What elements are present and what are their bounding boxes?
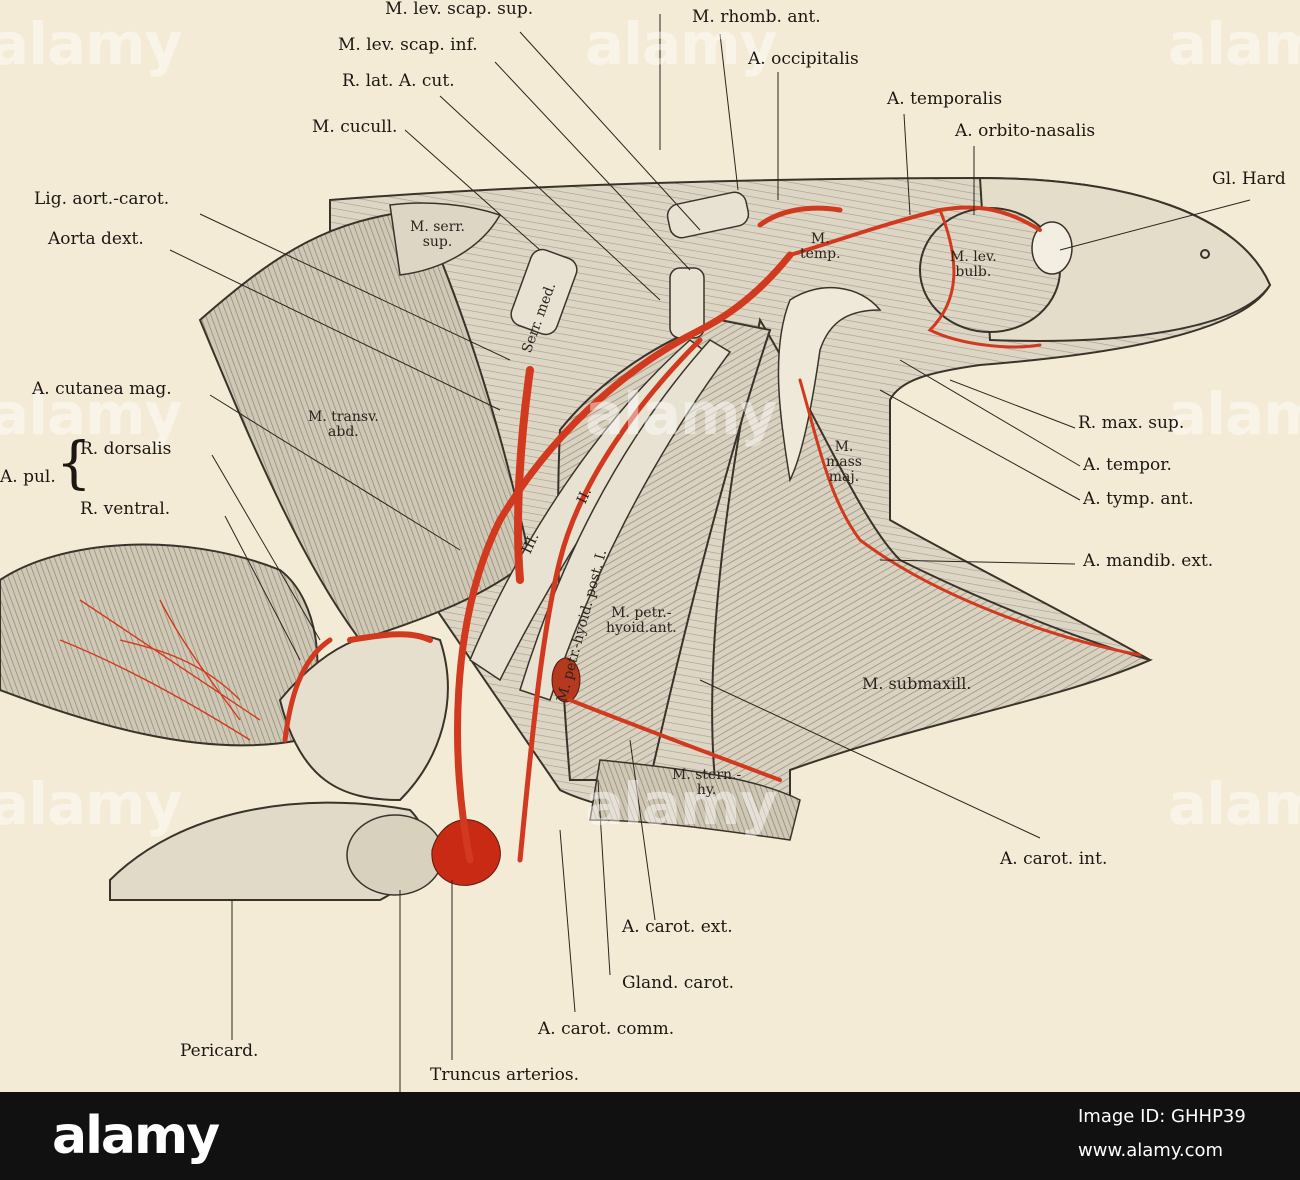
label-m-cucull: M. cucull. [312,117,398,137]
footer-site: www.alamy.com [1078,1140,1224,1161]
label-m-serr-sup: M. serr. sup. [410,219,466,250]
watermark-mid-right: alamy [1168,380,1300,448]
muscle-band-ii [519,339,732,701]
footer-bar: alamy Image ID: GHHP39 www.alamy.com [0,1092,1300,1180]
footer-logo: alamy [52,1106,220,1166]
watermark-low-left: alamy [0,770,182,838]
cut-muscle-stump-1 [666,191,750,239]
label-a-orbito-nasalis: A. orbito-nasalis [955,121,1096,141]
label-m-lev-scap-sup: M. lev. scap. sup. [385,0,534,19]
sternohyoid-muscle [589,759,801,841]
label-a-mandib-ext: A. mandib. ext. [1083,551,1214,571]
dorsal-trunk [514,366,534,584]
label-r-dorsalis: R. dorsalis [80,439,172,459]
watermark-top-right: alamy [1168,10,1300,78]
lung-lobe [0,543,319,747]
label-m-lev-scap-inf: M. lev. scap. inf. [338,35,478,55]
footer-image-id: Image ID: GHHP39 [1078,1106,1246,1127]
label-m-mass-maj: M. mass maj. [826,439,862,485]
label-m-petr-hyoid-ant: M. petr.- hyoid.ant. [606,605,677,636]
arteries [282,205,1142,864]
label-gl-hard: Gl. Hard [1212,169,1286,189]
label-a-carot-ext: A. carot. ext. [622,917,733,937]
label-r-lat-a-cut: R. lat. A. cut. [342,71,455,91]
watermark-top-left: alamy [0,10,182,78]
label-m-submaxill: M. submaxill. [862,674,972,693]
label-m-stern-hy: M. stern.- hy. [672,767,742,798]
label-truncus-arterios: Truncus arterios. [430,1065,580,1085]
label-m-temp: M. temp. [800,231,841,262]
carotid-interna [517,337,703,863]
label-r-max-sup: R. max. sup. [1078,413,1185,433]
label-m-rhomb-ant: M. rhomb. ant. [692,7,821,27]
serratus-superior [389,202,502,276]
label-a-carot-comm: A. carot. comm. [538,1019,675,1039]
label-a-temporalis: A. temporalis [887,89,1003,109]
label-aorta-dext: Aorta dext. [48,229,144,249]
pulmonary-branches [59,599,261,741]
cutaneous-artery [347,631,433,643]
nostril [1200,249,1210,259]
label-m-lev-bulb: M. lev. bulb. [950,249,997,280]
submaxillary-muscle [711,317,1153,832]
label-r-ventral: R. ventral. [80,499,171,519]
carotid-gland [551,657,581,703]
label-lig-aort-carot: Lig. aort.-carot. [34,189,170,209]
anatomical-plate [0,14,1272,1092]
hyoid-cartilage [777,287,882,483]
carotid-externa [568,698,782,782]
label-a-tymp-ant: A. tymp. ant. [1083,489,1194,509]
watermark-mid-left: alamy [0,380,182,448]
label-gland-carot: Gland. carot. [622,973,735,993]
leader-lines [169,14,1251,1092]
label-a-cutanea-mag: A. cutanea mag. [32,379,172,399]
watermark-low-right: alamy [1168,770,1300,838]
mandibular-artery [798,378,1142,657]
label-m-transv-abd: M. transv. abd. [308,409,379,440]
watermark-top-center: alamy [585,10,777,78]
label-a-carot-int: A. carot. int. [1000,849,1108,869]
occipital-artery [757,205,843,228]
harderian-gland [1031,221,1073,275]
label-a-occipitalis: A. occipitalis [748,49,859,69]
watermark-mid-center: alamy [585,380,777,448]
brace-a-pul: { [56,431,92,496]
heart-ventricle [346,814,444,896]
cut-muscle-stump-2 [510,248,578,336]
label-a-pul: A. pul. [0,467,56,487]
watermark-low-center: alamy [585,770,777,838]
illustration-stage: alamy alamy alamy alamy alamy alamy alam… [0,0,1300,1092]
pulmonary-artery [282,637,333,743]
orbito-nasal-artery [927,208,1042,349]
aorta-arch [454,251,794,864]
label-a-tempor: A. tempor. [1083,455,1172,475]
label-pericard: Pericard. [180,1041,259,1061]
